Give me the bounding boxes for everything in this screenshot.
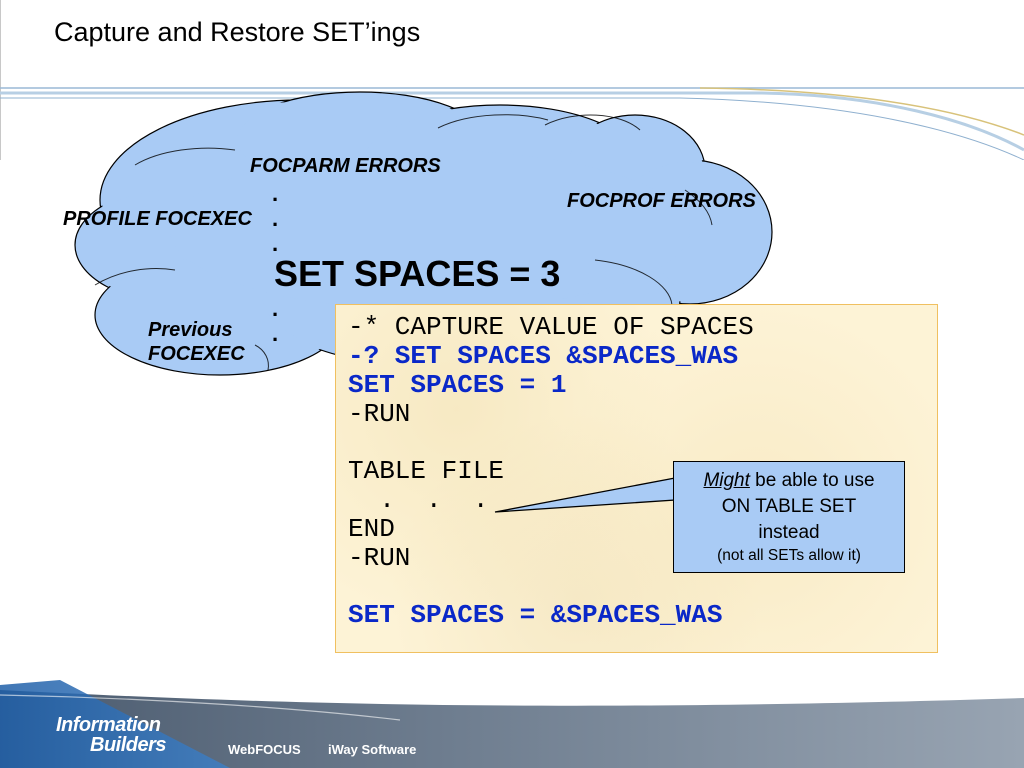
code-line: SET SPACES = 1	[348, 370, 567, 400]
code-line: END	[348, 514, 395, 544]
callout-note: Might be able to use ON TABLE SET instea…	[673, 461, 905, 573]
code-line: . . .	[348, 485, 489, 515]
cloud-label-focprof: FOCPROF ERRORS	[567, 190, 756, 212]
footer-band	[0, 680, 1024, 768]
cloud-label-previous: Previous	[148, 319, 233, 341]
slide-title: Capture and Restore SET’ings	[54, 17, 421, 47]
code-line: -RUN	[348, 543, 411, 573]
cloud-dot: .	[272, 231, 279, 256]
company-logo-line2: Builders	[90, 734, 167, 756]
code-line: -RUN	[348, 399, 411, 429]
header-decoration	[0, 0, 1024, 160]
callout-line4: (not all SETs allow it)	[717, 547, 861, 564]
footer-link-iway[interactable]: iWay Software	[328, 742, 417, 757]
cloud-label-profile: PROFILE FOCEXEC	[63, 208, 252, 230]
set-spaces-heading: SET SPACES = 3	[274, 253, 561, 294]
cloud-dot: .	[272, 206, 279, 231]
cloud-dot: .	[272, 181, 279, 206]
code-line: SET SPACES = &SPACES_WAS	[348, 600, 723, 630]
callout-line2: ON TABLE SET	[721, 496, 857, 517]
footer-link-webfocus[interactable]: WebFOCUS	[228, 742, 301, 757]
callout-line3: instead	[758, 522, 820, 543]
code-line: -? SET SPACES &SPACES_WAS	[348, 341, 739, 371]
cloud-label-focexec: FOCEXEC	[148, 343, 245, 365]
callout-line1-rest: be able to use	[749, 470, 875, 491]
company-logo: Information	[56, 714, 161, 736]
cloud-dot: .	[272, 321, 279, 346]
code-line: TABLE FILE	[348, 456, 505, 486]
code-line: -* CAPTURE VALUE OF SPACES	[348, 312, 754, 342]
callout-might: Might	[703, 470, 750, 491]
cloud-dot: .	[272, 296, 279, 321]
cloud-label-focparm: FOCPARM ERRORS	[250, 155, 441, 177]
